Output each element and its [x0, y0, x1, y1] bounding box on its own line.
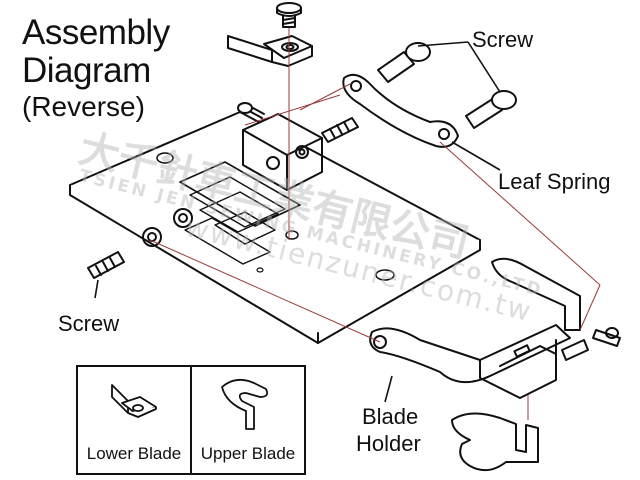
throat-plate: [69, 111, 481, 344]
screw-right-3-part: [592, 327, 621, 347]
upper-blade-part: [451, 412, 539, 472]
legend-upper-blade-label: Upper Blade: [200, 444, 296, 463]
assembly-guide-lines: [149, 28, 601, 420]
label-screw-top: Screw: [472, 27, 534, 52]
title-line-1: Assembly: [22, 13, 170, 52]
screw-small-part: [237, 102, 265, 119]
legend-upper-blade: Upper Blade: [190, 367, 304, 473]
label-blade-holder-1: Blade: [362, 404, 419, 429]
screw-right-2-part: [465, 90, 517, 129]
screw-left-part: [87, 251, 125, 279]
lower-blade-icon: [111, 384, 157, 418]
title-line-2: Diagram: [22, 51, 151, 90]
blade-legend: Lower Blade Upper Blade: [76, 365, 306, 475]
blade-block: [242, 113, 323, 191]
lower-blade-part: [227, 35, 313, 67]
label-screw-left: Screw: [58, 311, 120, 336]
blade-holder-part: [369, 257, 581, 399]
set-screw-part: [321, 117, 359, 143]
legend-lower-blade-label: Lower Blade: [86, 444, 182, 463]
diagram-title: Assembly Diagram: [22, 14, 170, 90]
screw-right-1-part: [377, 42, 431, 83]
label-leaf-spring: Leaf Spring: [498, 169, 611, 194]
leaf-spring-part: [342, 73, 459, 148]
screw-top-part: [276, 2, 302, 28]
screw-right-4-part: [561, 339, 589, 361]
legend-lower-blade: Lower Blade: [78, 367, 190, 473]
label-leaders: [94, 41, 501, 403]
label-blade-holder-2: Holder: [356, 431, 421, 456]
upper-blade-icon: [221, 378, 269, 430]
title-subtitle: (Reverse): [22, 91, 145, 122]
